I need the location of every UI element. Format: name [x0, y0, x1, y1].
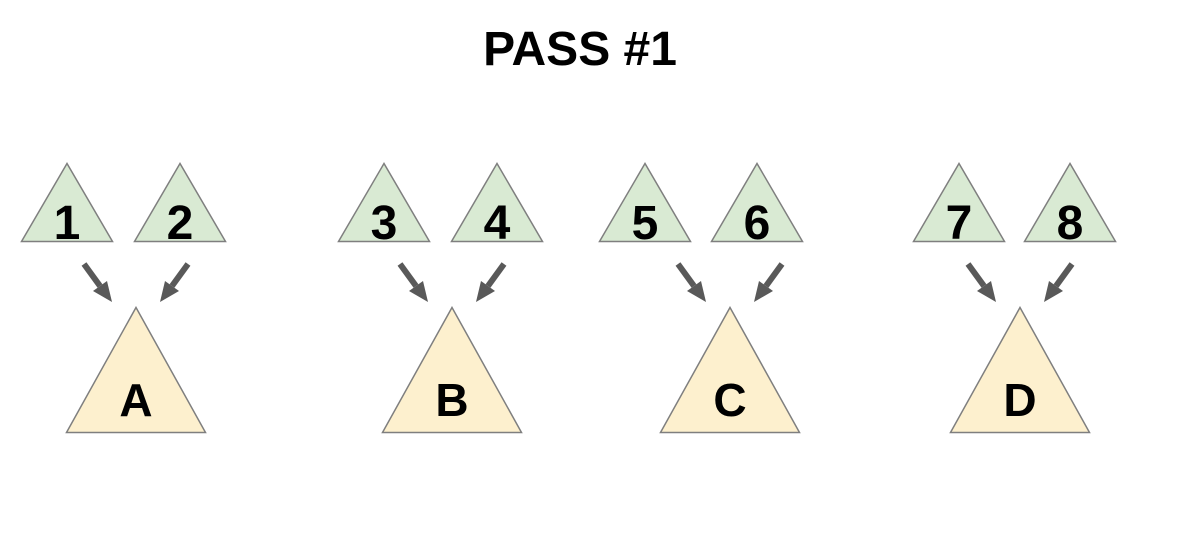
triangle-shape [710, 162, 804, 243]
arrow-down-left-icon [754, 262, 785, 302]
pass-title: PASS #1 [483, 23, 677, 76]
input-label-3: 3 [370, 197, 398, 250]
input-triangle-polygon [337, 162, 431, 243]
input-triangle-polygon [1023, 162, 1117, 243]
arrow-down-right-icon [397, 262, 428, 302]
triangle-shape [949, 306, 1091, 434]
output-triangle-polygon [381, 306, 523, 434]
arrow-down-left-icon [476, 262, 507, 302]
arrow-down-right-icon [965, 262, 996, 302]
input-triangle-polygon [20, 162, 114, 243]
triangle-shape [381, 306, 523, 434]
input-label-6: 6 [743, 197, 771, 250]
input-triangle-8: 8 [1023, 162, 1117, 248]
output-triangle-polygon [949, 306, 1091, 434]
output-triangle-polygon [659, 306, 801, 434]
input-triangle-3: 3 [337, 162, 431, 248]
output-label-b: B [435, 374, 469, 426]
input-triangle-5: 5 [598, 162, 692, 248]
triangle-shape [20, 162, 114, 243]
triangle-shape [65, 306, 207, 434]
input-triangle-4: 4 [450, 162, 544, 248]
input-triangle-polygon [598, 162, 692, 243]
output-label-d: D [1003, 374, 1037, 426]
triangle-shape [133, 162, 227, 243]
input-triangle-polygon [912, 162, 1006, 243]
output-triangle-b: B [381, 306, 523, 434]
arrow-down-left-icon [1044, 262, 1075, 302]
triangle-shape [912, 162, 1006, 243]
output-triangle-polygon [65, 306, 207, 434]
input-triangle-2: 2 [133, 162, 227, 248]
input-label-5: 5 [631, 197, 659, 250]
input-label-8: 8 [1056, 197, 1084, 250]
arrow-down-left-icon [160, 262, 191, 302]
input-triangle-6: 6 [710, 162, 804, 248]
arrow-down-right-icon [81, 262, 112, 302]
output-triangle-d: D [949, 306, 1091, 434]
triangle-shape [598, 162, 692, 243]
arrow-down-right-icon [675, 262, 706, 302]
input-label-1: 1 [53, 197, 81, 250]
input-triangle-polygon [710, 162, 804, 243]
input-triangle-polygon [133, 162, 227, 243]
input-triangle-7: 7 [912, 162, 1006, 248]
triangle-shape [659, 306, 801, 434]
output-triangle-a: A [65, 306, 207, 434]
triangle-shape [450, 162, 544, 243]
input-triangle-polygon [450, 162, 544, 243]
input-label-4: 4 [483, 197, 511, 250]
input-label-7: 7 [945, 197, 973, 250]
triangle-shape [337, 162, 431, 243]
output-triangle-c: C [659, 306, 801, 434]
triangle-shape [1023, 162, 1117, 243]
input-triangle-1: 1 [20, 162, 114, 248]
input-label-2: 2 [166, 197, 194, 250]
output-label-a: A [119, 374, 153, 426]
output-label-c: C [713, 374, 747, 426]
